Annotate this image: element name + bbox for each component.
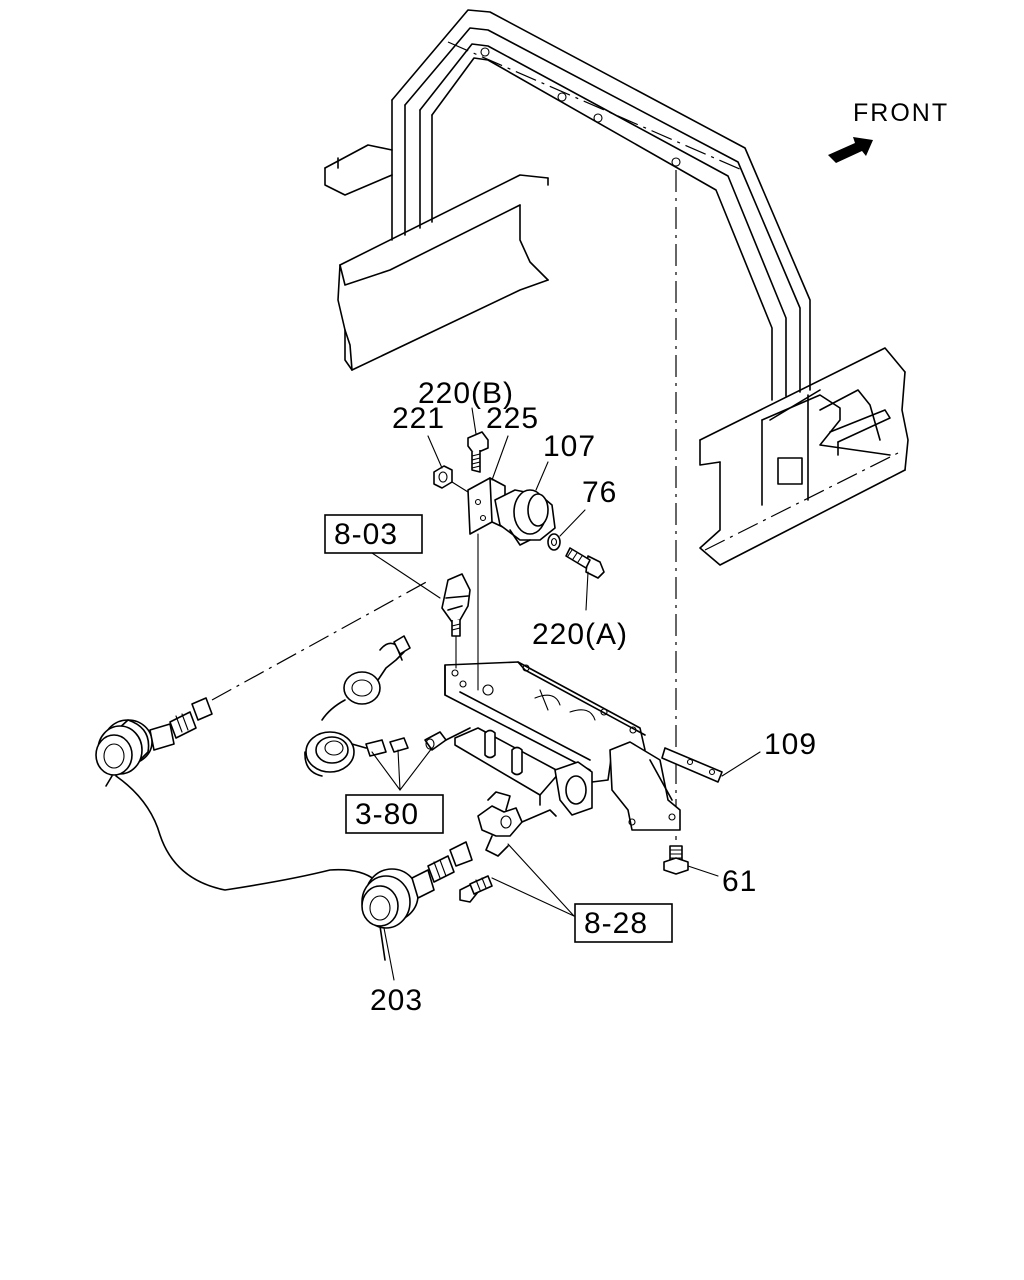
callout-109: 109 (764, 728, 817, 761)
callout-220a: 220(A) (532, 618, 628, 651)
arrow-icon (828, 137, 873, 163)
callout-labels: 220(B) 221 225 107 76 220(A) 109 61 203 (370, 377, 817, 1017)
nut-221 (433, 465, 469, 493)
callout-107: 107 (543, 430, 596, 463)
callout-221: 221 (392, 402, 445, 435)
callout-61: 61 (722, 865, 757, 898)
reference-8-28: 8-28 (574, 903, 673, 943)
reference-boxes: 8-03 3-80 8-28 (324, 514, 673, 943)
front-label: FRONT (853, 99, 949, 127)
upper-bracket-225 (467, 477, 506, 691)
front-indicator: FRONT (828, 99, 949, 163)
leader-lines (371, 407, 761, 981)
reference-8-28-label: 8-28 (584, 907, 648, 940)
connector-107 (494, 489, 556, 546)
sensor-8-03 (441, 573, 471, 669)
callout-76: 76 (582, 476, 617, 509)
cable-203 (95, 579, 473, 961)
bolt-220a (565, 547, 605, 579)
reference-3-80: 3-80 (345, 794, 444, 834)
chassis-frame (324, 9, 909, 840)
callout-220b: 220(B) (418, 377, 514, 410)
reference-8-03-label: 8-03 (334, 518, 398, 551)
switch-hose-3-80 (304, 635, 471, 791)
reference-3-80-label: 3-80 (355, 798, 419, 831)
clamp-8-28 (459, 791, 557, 903)
bolt-220b (467, 431, 489, 473)
mounting-bracket-109 (444, 661, 723, 831)
reference-8-03: 8-03 (324, 514, 423, 554)
callout-225: 225 (486, 402, 539, 435)
washer-76 (547, 533, 561, 551)
callout-203: 203 (370, 984, 423, 1017)
bolt-61 (663, 845, 689, 875)
